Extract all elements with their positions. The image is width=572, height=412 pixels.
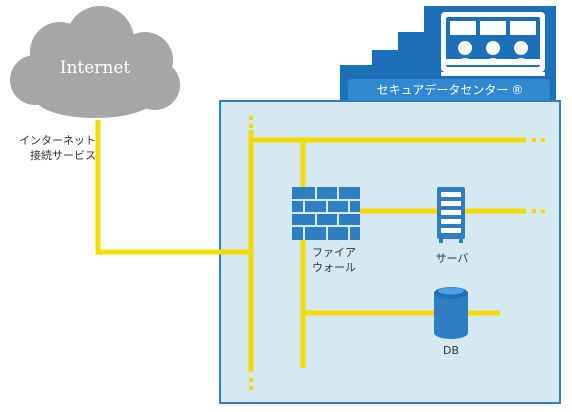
firewall-label-line2: ウォール (312, 261, 356, 274)
internet-label: Internet (59, 58, 131, 78)
firewall-icon (292, 187, 360, 240)
building-icon (340, 6, 556, 101)
registered-mark: ® (511, 83, 524, 97)
backbone-top-dot-2 (249, 124, 253, 128)
server-branch-dot-2 (541, 209, 545, 213)
backbone-bottom-dot-2 (249, 386, 253, 390)
isp-label-line1: インターネット (19, 134, 96, 147)
datacenter-label-band (348, 79, 550, 101)
isp-label: インターネット 接続サービス (16, 133, 96, 163)
datacenter-label: セキュアデータセンター® (350, 79, 550, 101)
isp-label-line2: 接続サービス (30, 149, 96, 162)
isp-link-line (95, 120, 251, 255)
firewall-label-line1: ファイア (312, 246, 356, 259)
backbone-top-dot-1 (249, 116, 253, 120)
server-icon (437, 187, 465, 243)
top-branch-dot-1 (532, 138, 536, 142)
server-branch-dot-1 (532, 209, 536, 213)
firewall-label: ファイア ウォール (312, 245, 356, 275)
datacenter-title: セキュアデータセンター (376, 83, 509, 97)
db-label: DB (442, 344, 460, 357)
cloud-icon (10, 6, 180, 118)
backbone-bottom-dot-1 (249, 378, 253, 382)
database-icon (434, 287, 468, 339)
server-label: サーバ (435, 252, 469, 265)
top-branch-dot-2 (541, 138, 545, 142)
datacenter-zone (219, 100, 561, 404)
